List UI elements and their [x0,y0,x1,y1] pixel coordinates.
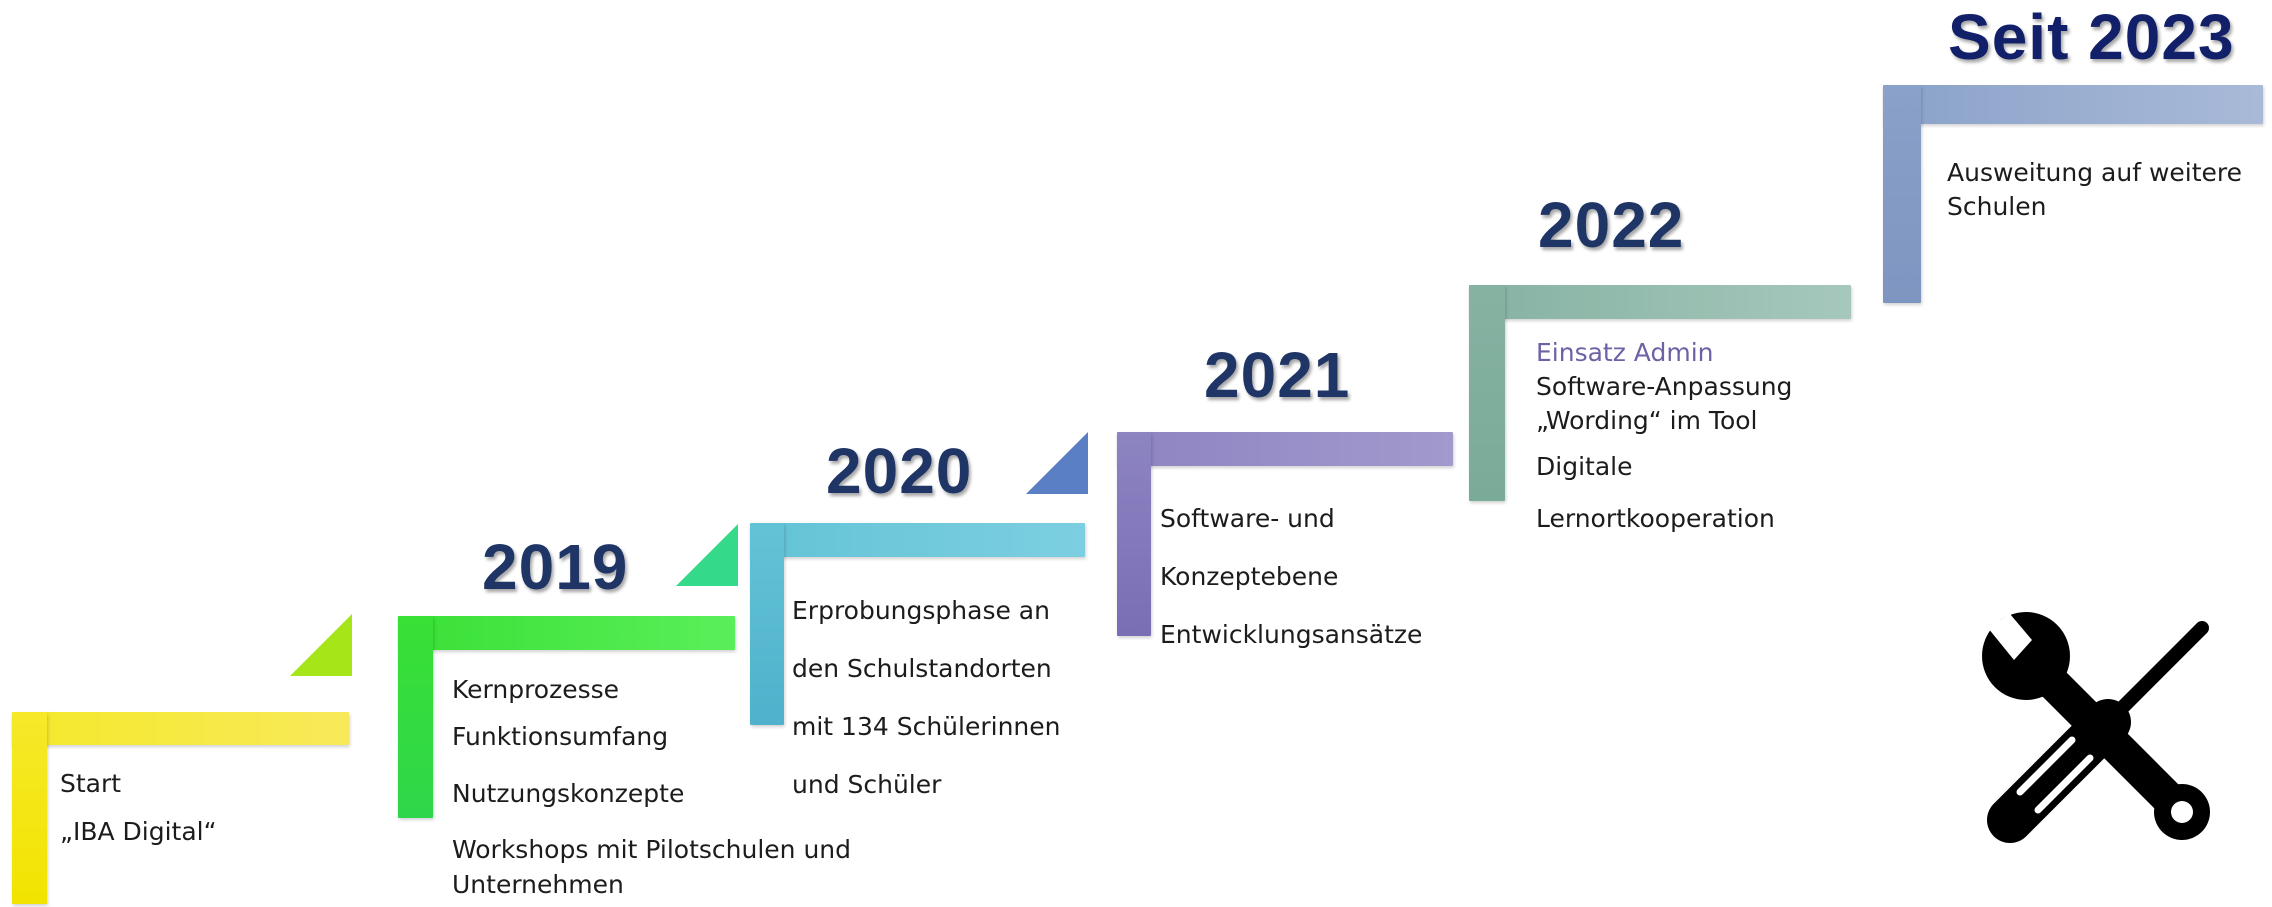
step-2020-line: Erprobungsphase an [792,596,1050,625]
wrench-screwdriver-icon [1982,612,2210,843]
step-2022-highlight: Einsatz Admin [1536,338,1714,367]
step-2020-line: den Schulstandorten [792,654,1052,683]
step-2023-line: Schulen [1947,192,2047,221]
step-2019-line: Workshops mit Pilotschulen und [452,835,852,864]
step-start-line: „IBA Digital“ [60,817,217,846]
step-2019-bar-horizontal [398,616,735,650]
step-2023-line: Ausweitung auf weitere [1947,158,2243,187]
step-start-line: Start [60,769,122,798]
step-2021-text: Software- und Konzeptebene Entwicklungsa… [1160,490,1422,664]
step-2021-bar-vertical [1117,432,1151,636]
step-2020-triangle [1026,432,1088,494]
year-2022: 2022 [1538,189,1685,261]
step-start-bar-horizontal [12,712,349,745]
step-2019-triangle [676,524,738,586]
step-2021-line: Konzeptebene [1160,562,1339,591]
year-2021: 2021 [1204,339,1351,411]
step-2022-line: Lernortkooperation [1536,504,1775,533]
year-2020: 2020 [826,435,973,507]
step-start-bar-vertical [12,712,47,904]
year-2023: Seit 2023 [1948,1,2235,73]
step-2023-bar-vertical [1883,85,1921,303]
step-2019-text: Kernprozesse Funktionsumfang Nutzungskon… [452,672,851,902]
step-2019-line: Kernprozesse [452,675,620,704]
step-2020-line: mit 134 Schülerinnen [792,712,1061,741]
step-2022-bar-vertical [1469,285,1505,501]
step-2022-line: Digitale [1536,452,1633,481]
year-2019: 2019 [482,531,629,603]
step-2023-bar-horizontal [1883,85,2263,124]
step-2020-bar-vertical [750,523,784,725]
step-2021-bar-horizontal [1117,432,1453,466]
step-2019-line: Nutzungskonzepte [452,779,685,808]
step-2019-line: Unternehmen [452,870,624,899]
step-2020-text: Erprobungsphase an den Schulstandorten m… [792,582,1060,814]
step-2021-line: Entwicklungsansätze [1160,620,1423,649]
step-2022-line: Software-Anpassung [1536,372,1793,401]
step-2022-text: Einsatz Admin Software-Anpassung „Wordin… [1536,336,1792,536]
step-start-triangle [290,614,352,676]
step-2020-line: und Schüler [792,770,942,799]
step-2019-bar-vertical [398,616,433,818]
step-2022-line: „Wording“ im Tool [1536,406,1758,435]
wrench-icon [1982,612,2210,840]
step-start-text: Start „IBA Digital“ [60,760,217,856]
step-2023-text: Ausweitung auf weitere Schulen [1947,156,2242,224]
step-2020-bar-horizontal [750,523,1085,557]
step-2022-bar-horizontal [1469,285,1851,319]
step-2021-line: Software- und [1160,504,1335,533]
step-2019-line: Funktionsumfang [452,722,669,751]
